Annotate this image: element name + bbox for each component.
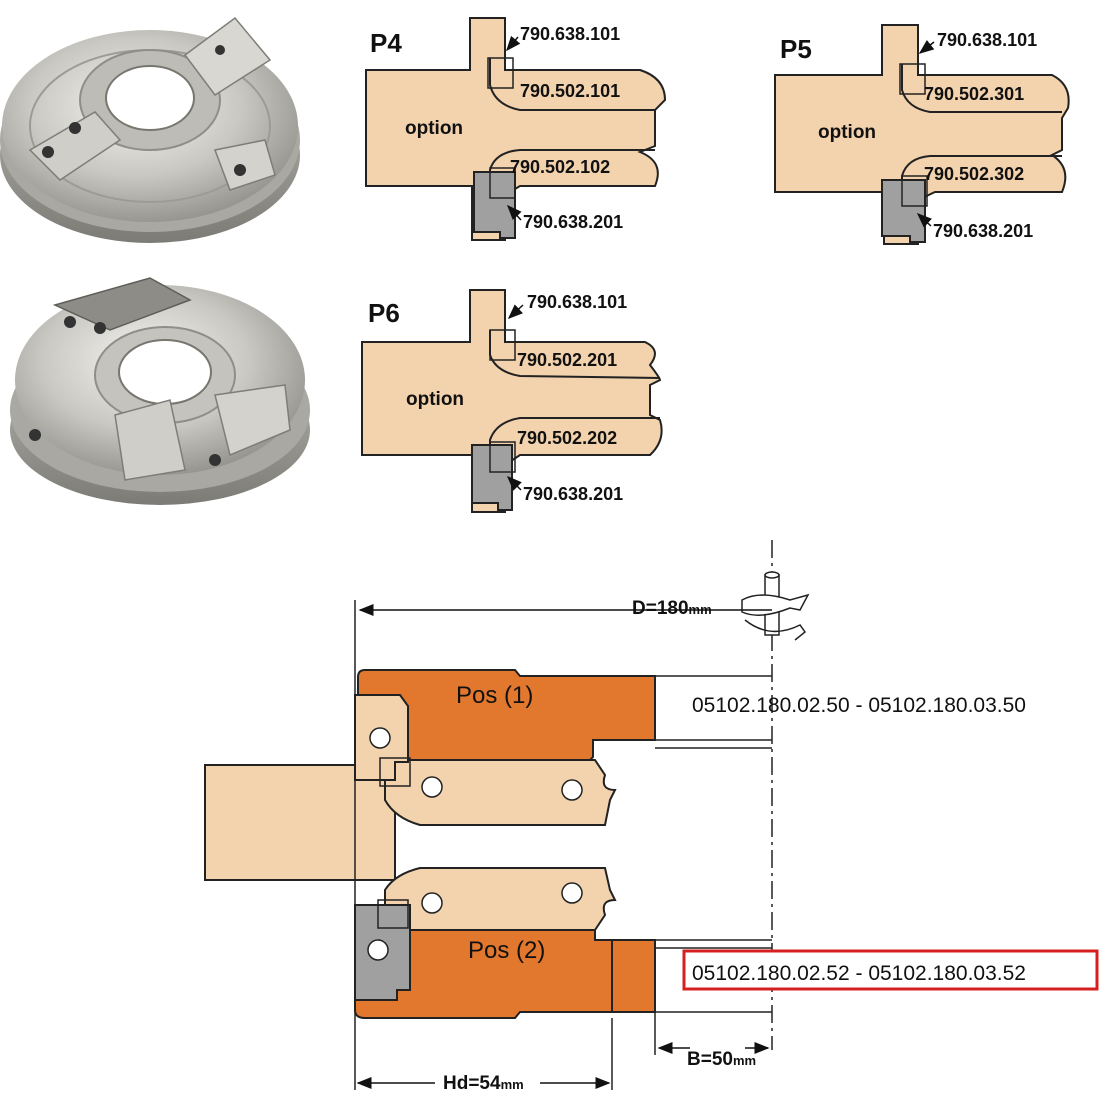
code-label: 790.502.102 [510,157,610,177]
profile-p4: P4 option 790.638.101 790.502.101 790.50… [365,17,667,241]
code-label: 790.638.101 [520,24,620,44]
highlight-box [682,949,1099,991]
profile-p6: P6 option 790.638.101 790.502.201 790.50… [361,289,663,513]
code-label: 790.502.301 [924,84,1024,104]
knife-overlap [487,57,514,89]
pos2-label: Pos (2) [468,937,545,964]
profile-title: P5 [780,34,812,64]
cutter-insert-bottom [471,444,513,511]
cutter-head-photo-1 [0,16,300,243]
diameter-label: D=180mm [632,598,712,619]
code-label: 790.638.201 [523,484,623,504]
cutter-head-photo-2 [10,277,310,505]
cutter-insert-bottom [881,179,926,243]
pos2-codes: 05102.180.02.52 - 05102.180.03.52 [692,962,1026,985]
pos1-codes: 05102.180.02.50 - 05102.180.03.50 [692,694,1026,717]
profile-p5: P5 option 790.638.101 790.502.301 790.50… [774,24,1070,245]
option-label: option [406,389,464,410]
code-label: 790.638.101 [937,30,1037,50]
code-label: 790.502.101 [520,81,620,101]
code-label: 790.502.202 [517,428,617,448]
height-label: Hd=54mm [443,1073,524,1094]
profile-title: P6 [368,298,400,328]
cutter-body-pos1 [357,669,656,761]
upper-knife [384,759,617,826]
rotation-icon [741,571,810,641]
bore-label: B=50mm [687,1049,756,1070]
code-label: 790.638.201 [933,221,1033,241]
code-label: 790.638.201 [523,212,623,232]
cutter-insert-bottom [473,171,516,239]
pos1-label: Pos (1) [456,682,533,709]
code-label: 790.638.101 [527,292,627,312]
workpiece [774,24,1070,245]
profile-title: P4 [370,28,402,58]
code-label: 790.502.201 [517,350,617,370]
assembly-section: D=180mm Hd=54mm B=50mm Pos (1) Pos (2) 0… [204,540,1099,1094]
option-label: option [818,122,876,143]
cutter-shoulder [611,939,656,1013]
code-label: 790.502.302 [924,164,1024,184]
assembly-workpiece [204,764,396,881]
option-label: option [405,118,463,139]
lower-knife [384,867,617,931]
